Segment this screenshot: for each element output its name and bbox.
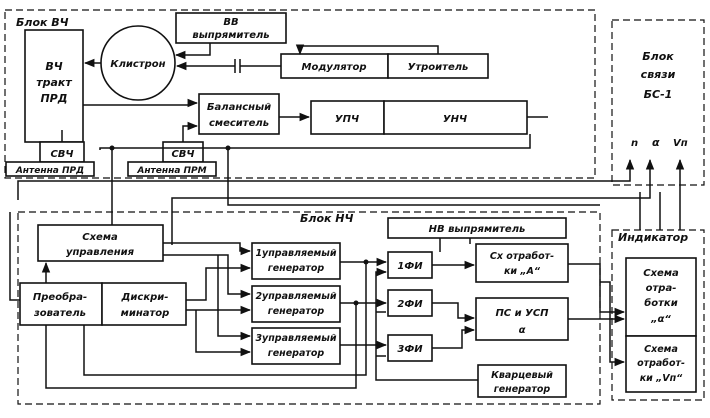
pd3-label: 3ФИ <box>397 344 423 355</box>
gen2-label-2: генератор <box>268 306 325 317</box>
comm-block-frame <box>611 19 705 186</box>
signal-alpha-label: α <box>652 136 660 149</box>
hf-block-title: Блок ВЧ <box>16 16 69 29</box>
ipa-label: УПЧ <box>335 114 359 125</box>
converter-label-2: зователь <box>33 308 86 319</box>
discriminator-box <box>101 282 187 326</box>
lv-rectifier-box <box>387 217 567 239</box>
hf-tract-label-1: ВЧ <box>45 60 62 73</box>
indicator-title: Индикатор <box>618 231 688 244</box>
proc-vn-label-1: Схема <box>644 344 678 355</box>
gen1-label-1: 1управляемый <box>255 248 336 259</box>
proc-vn-box <box>625 335 697 393</box>
vna-label: УНЧ <box>443 114 467 125</box>
hf-block-frame <box>4 9 596 179</box>
ps-usp-box <box>475 297 569 341</box>
antenna-rx-label: Антенна ПРМ <box>136 166 206 176</box>
comm-block-title-1: Блок <box>642 50 674 63</box>
tripler-label: Утроитель <box>408 62 469 73</box>
gen2-label-1: 2управляемый <box>255 291 336 302</box>
hf-tract-label-2: тракт <box>36 76 72 89</box>
gen1-box <box>251 242 341 280</box>
signal-n-label: n <box>631 138 638 149</box>
proc-a-label-2: ки „А“ <box>504 266 541 277</box>
comm-block-title-2: связи <box>641 68 676 81</box>
antenna-tx-label: Антенна ПРД <box>15 166 84 176</box>
lf-block-title: Блок НЧ <box>300 212 353 225</box>
converter-label-1: Преобра- <box>33 291 87 303</box>
klystron-label: Клистрон <box>110 59 165 70</box>
hv-rectifier-box <box>175 12 287 44</box>
lv-rectifier-label: НВ выпрямитель <box>429 224 526 235</box>
connection-wires <box>9 43 685 389</box>
proc-a-box <box>475 243 569 283</box>
pd3-box <box>387 334 433 362</box>
proc-alpha-label-1: Схема <box>643 268 679 279</box>
balanced-mixer-label-1: Балансный <box>207 102 271 113</box>
gen3-box <box>251 327 341 365</box>
svch-rx-label: СВЧ <box>171 149 194 160</box>
comm-block-title-3: БС-1 <box>644 88 673 101</box>
modulator-box <box>280 53 389 79</box>
gen1-label-2: генератор <box>268 263 325 274</box>
hv-rectifier-label-1: ВВ <box>223 17 238 28</box>
svch-tx-label: СВЧ <box>50 149 73 160</box>
proc-alpha-label-2: отра- <box>646 283 677 294</box>
antenna-tx-box <box>5 161 95 177</box>
proc-alpha-box <box>625 257 697 337</box>
gen2-box <box>251 285 341 323</box>
hf-tract-box <box>24 29 84 143</box>
proc-vn-label-2: отработ- <box>637 358 685 369</box>
pd1-label: 1ФИ <box>397 261 423 272</box>
discriminator-label-2: минатор <box>121 308 170 319</box>
hv-rectifier-label-2: выпрямитель <box>192 30 269 41</box>
balanced-mixer-box <box>198 93 280 135</box>
hf-tract-label-3: ПРД <box>40 92 67 105</box>
control-circuit-label-1: Схема <box>82 232 118 243</box>
balanced-mixer-label-2: смеситель <box>209 118 269 129</box>
gen3-label-1: 3управляемый <box>255 333 336 344</box>
signal-vn-label: Vп <box>673 138 688 149</box>
converter-box <box>19 282 103 326</box>
pd2-label: 2ФИ <box>397 299 423 310</box>
proc-alpha-label-4: „α“ <box>650 314 671 325</box>
gen3-label-2: генератор <box>268 348 325 359</box>
quartz-gen-label-2: генератор <box>494 384 551 395</box>
indicator-frame <box>611 229 705 401</box>
discriminator-label-1: Дискри- <box>121 292 169 303</box>
proc-a-label-1: Сх отработ- <box>490 251 554 262</box>
control-circuit-box <box>37 224 164 262</box>
quartz-gen-box <box>477 364 567 398</box>
ps-usp-label-2: α <box>519 325 526 336</box>
proc-vn-label-3: ки „Vп“ <box>640 373 683 384</box>
ps-usp-label-1: ПС и УСП <box>495 308 549 319</box>
antenna-rx-box <box>127 161 217 177</box>
vna-box <box>383 100 528 135</box>
pd1-box <box>387 251 433 279</box>
quartz-gen-label-1: Кварцевый <box>491 370 553 381</box>
control-circuit-label-2: управления <box>66 247 135 258</box>
proc-alpha-label-3: ботки <box>644 297 677 309</box>
modulator-label: Модулятор <box>302 62 367 73</box>
